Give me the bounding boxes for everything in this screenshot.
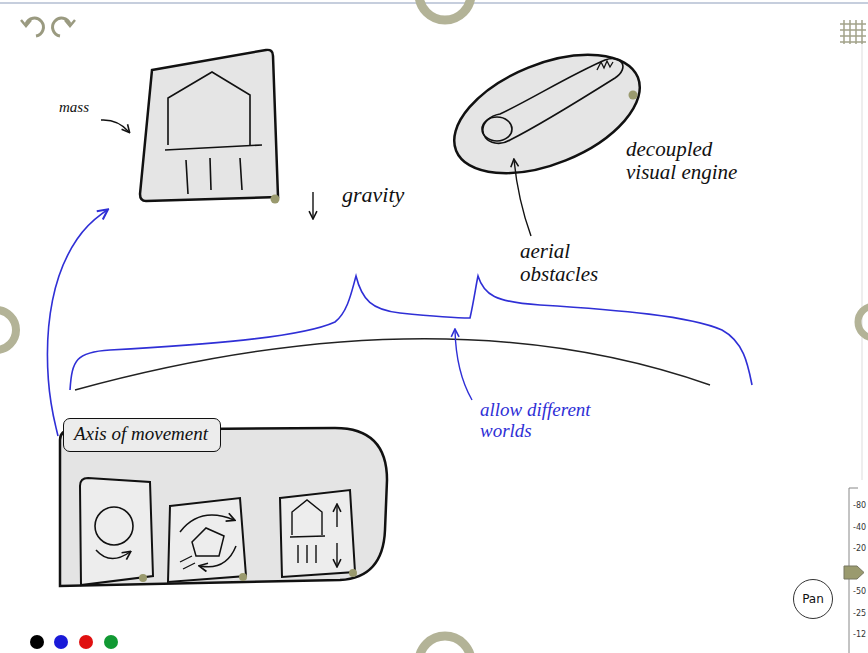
edge-handle bbox=[0, 310, 16, 350]
spin-sketch bbox=[180, 515, 234, 532]
button-label: Pan bbox=[802, 592, 824, 606]
lift-sketch bbox=[336, 543, 337, 566]
spin-sketch bbox=[192, 528, 224, 556]
spin-card bbox=[168, 498, 246, 582]
scale-tick: -12 bbox=[853, 631, 866, 639]
spin-sketch bbox=[200, 546, 236, 567]
spin-sketch bbox=[180, 556, 195, 569]
gravity-arrow bbox=[312, 192, 313, 218]
house-sketch bbox=[165, 145, 262, 194]
frame-line bbox=[0, 2, 868, 4]
redo-icon bbox=[53, 18, 70, 36]
frame-line bbox=[862, 40, 863, 480]
house-sketch bbox=[168, 72, 250, 145]
grid-icon bbox=[840, 20, 866, 44]
edge-handle bbox=[858, 306, 868, 338]
handwritten-note: allow different worlds bbox=[480, 400, 630, 442]
edge-handle bbox=[419, 0, 471, 20]
handwritten-note: aerial obstacles bbox=[520, 240, 620, 286]
handle-dot bbox=[349, 569, 357, 577]
scale-marker bbox=[844, 566, 864, 579]
lift-card bbox=[280, 490, 355, 577]
redo-icon bbox=[65, 20, 75, 26]
undo-icon bbox=[26, 18, 43, 36]
terrain-curve bbox=[70, 276, 752, 390]
color-dot bbox=[104, 635, 118, 649]
scale-tick: -50 bbox=[853, 588, 866, 596]
handle-dot bbox=[629, 91, 638, 100]
axis-panel-node: Axis of movement bbox=[58, 414, 390, 592]
handle-dot bbox=[271, 195, 280, 204]
scale-tick: -25 bbox=[853, 610, 866, 618]
leader-arrow bbox=[101, 120, 129, 132]
rotate-card bbox=[80, 478, 153, 585]
color-dot bbox=[79, 635, 93, 649]
edge-handle bbox=[419, 636, 471, 653]
squiggle bbox=[597, 61, 613, 70]
track-loop bbox=[483, 59, 623, 144]
scale-tick: -40 bbox=[853, 524, 866, 532]
undo-icon bbox=[21, 20, 31, 26]
lift-sketch bbox=[336, 505, 337, 527]
scale-line bbox=[849, 488, 858, 489]
handwritten-note: mass bbox=[59, 99, 89, 116]
handwritten-note: decoupled visual engine bbox=[626, 138, 764, 184]
leader-arrow bbox=[455, 330, 472, 400]
handle-dot bbox=[139, 574, 147, 582]
leader-arrow bbox=[514, 160, 531, 236]
flow-arrow bbox=[48, 210, 107, 436]
scale-tick: -20 bbox=[853, 545, 866, 553]
scale-tick: -80 bbox=[853, 502, 866, 510]
engine-blob bbox=[437, 31, 656, 197]
color-dot bbox=[54, 635, 68, 649]
obstacle-circle bbox=[482, 117, 512, 141]
color-dot bbox=[30, 635, 44, 649]
lift-sketch bbox=[290, 500, 325, 563]
mass-card bbox=[140, 50, 278, 201]
world-arc bbox=[75, 339, 710, 390]
handwritten-note: gravity bbox=[342, 183, 452, 207]
handle-dot bbox=[239, 573, 247, 581]
mass-card-node: mass bbox=[55, 46, 281, 210]
panel-title: Axis of movement bbox=[63, 418, 221, 452]
pan-button: Pan bbox=[793, 579, 833, 619]
rotate-sketch bbox=[95, 507, 133, 545]
rotate-sketch bbox=[96, 550, 130, 559]
